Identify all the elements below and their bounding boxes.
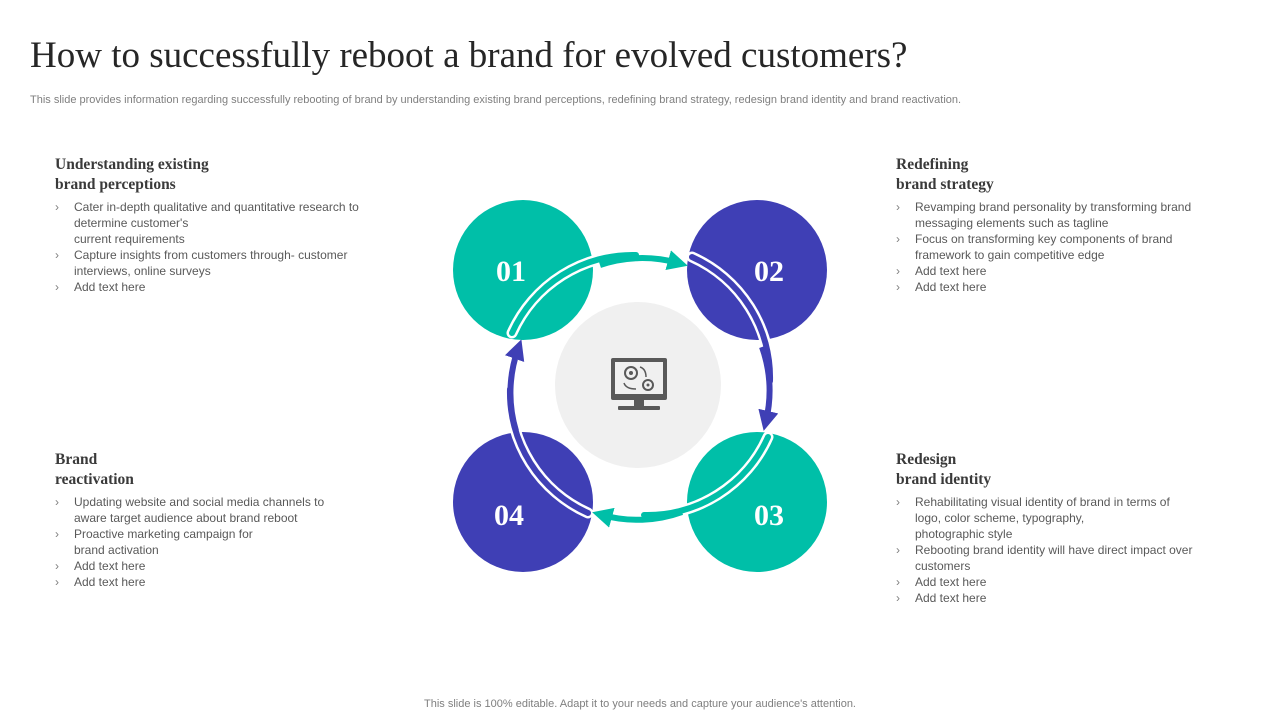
bullet-item: Add text here bbox=[896, 279, 1221, 295]
step-2-heading: Redefining brand strategy bbox=[896, 156, 994, 193]
step-4-number: 04 bbox=[494, 499, 524, 532]
arrow-4-to-1 bbox=[504, 339, 525, 432]
step-1-bullets: Cater in-depth qualitative and quantitat… bbox=[55, 199, 390, 295]
step-3-heading: Redesign brand identity bbox=[896, 451, 992, 488]
bullet-item: Add text here bbox=[896, 263, 1221, 279]
step-2-number: 02 bbox=[754, 255, 784, 288]
step-2-text-block: Redefining brand strategy Revamping bran… bbox=[896, 155, 1221, 295]
cycle-diagram: 01 02 03 04 bbox=[453, 200, 827, 572]
bullet-item: Add text here bbox=[896, 590, 1221, 606]
step-4-heading: Brand reactivation bbox=[55, 451, 134, 488]
bullet-item: Updating website and social media channe… bbox=[55, 494, 355, 526]
bullet-item: Add text here bbox=[55, 558, 355, 574]
bullet-item: Rebooting brand identity will have direc… bbox=[896, 542, 1221, 574]
step-1-circle: 01 bbox=[453, 200, 642, 340]
arrow-3-to-4 bbox=[592, 507, 684, 528]
arrow-1-to-2 bbox=[599, 250, 688, 271]
bullet-item: Cater in-depth qualitative and quantitat… bbox=[55, 199, 390, 247]
slide-subtitle: This slide provides information regardin… bbox=[30, 94, 962, 106]
step-4-bullets: Updating website and social media channe… bbox=[55, 494, 355, 590]
step-3-bullets: Rehabilitating visual identity of brand … bbox=[896, 494, 1221, 606]
arrow-2-to-3 bbox=[758, 346, 779, 431]
slide-title: How to successfully reboot a brand for e… bbox=[30, 35, 908, 76]
slide-footer: This slide is 100% editable. Adapt it to… bbox=[424, 698, 856, 710]
bullet-item: Add text here bbox=[896, 574, 1221, 590]
step-4-text-block: Brand reactivation Updating website and … bbox=[55, 450, 355, 590]
step-1-text-block: Understanding existing brand perceptions… bbox=[55, 155, 390, 295]
step-1-heading: Understanding existing brand perceptions bbox=[55, 156, 209, 193]
step-3-text-block: Redesign brand identity Rehabilitating v… bbox=[896, 450, 1221, 606]
step-1-number: 01 bbox=[496, 255, 526, 288]
bullet-item: Focus on transforming key components of … bbox=[896, 231, 1221, 263]
bullet-item: Add text here bbox=[55, 279, 390, 295]
bullet-item: Add text here bbox=[55, 574, 355, 590]
step-3-number: 03 bbox=[754, 499, 784, 532]
step-4-circle: 04 bbox=[453, 383, 594, 572]
bullet-item: Capture insights from customers through-… bbox=[55, 247, 390, 279]
bullet-item: Rehabilitating visual identity of brand … bbox=[896, 494, 1221, 542]
computer-settings-icon bbox=[611, 358, 667, 410]
step-2-bullets: Revamping brand personality by transform… bbox=[896, 199, 1221, 295]
step-3-circle: 03 bbox=[638, 431, 827, 572]
bullet-item: Revamping brand personality by transform… bbox=[896, 199, 1221, 231]
